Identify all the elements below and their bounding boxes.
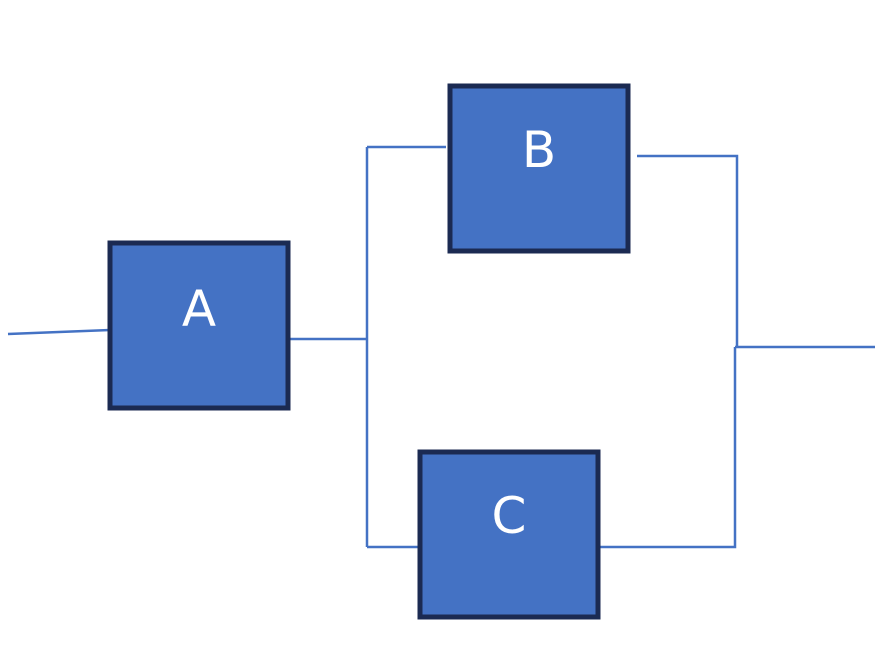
- block-a-label: A: [182, 280, 216, 338]
- block-b-box: [447, 83, 631, 254]
- input-wire: [7, 328, 111, 336]
- block-b: B: [447, 83, 631, 254]
- c-output-wire: [599, 347, 737, 549]
- block-a: A: [107, 240, 291, 411]
- block-b-label: B: [522, 121, 556, 179]
- block-c-label: C: [492, 487, 527, 545]
- b-output-wire: [637, 154, 739, 347]
- block-c: C: [417, 449, 601, 620]
- block-c-box: [417, 449, 601, 620]
- block-a-box: [107, 240, 291, 411]
- connection-wires: [7, 145, 875, 549]
